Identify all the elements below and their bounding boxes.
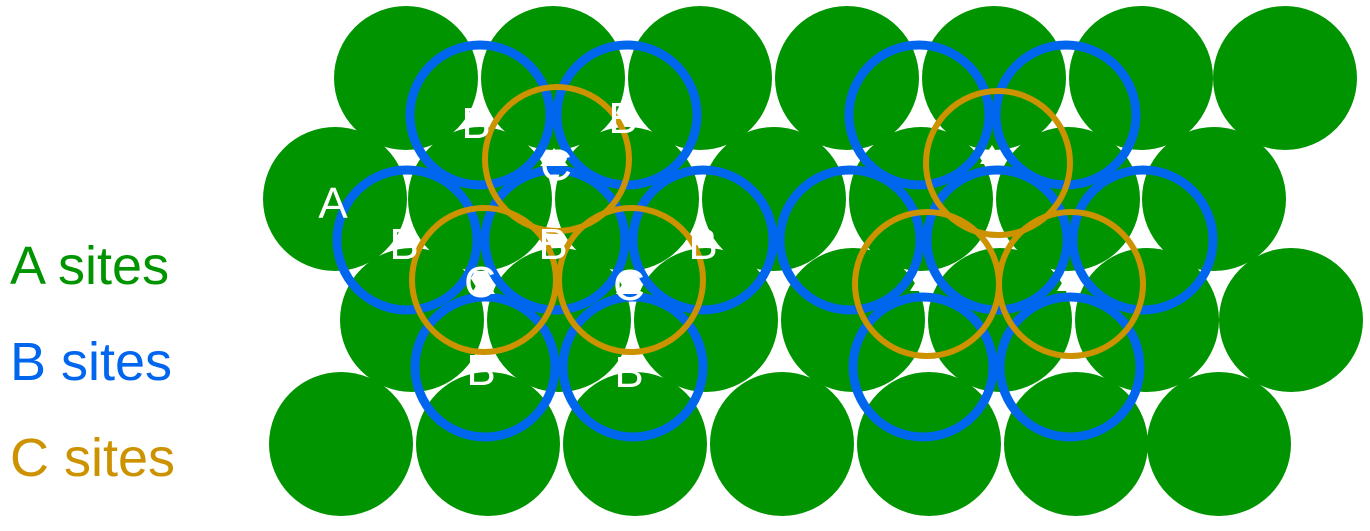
c-site-ring: [482, 84, 632, 234]
b-site-marker: B: [688, 220, 717, 269]
legend-c-sites: C sites: [10, 428, 176, 488]
a-site-atom: [334, 6, 478, 150]
c-site-ring: [996, 209, 1146, 359]
a-site-atom: [775, 6, 919, 150]
legend-a-sites: A sites: [10, 236, 170, 296]
b-site-ring: [995, 292, 1145, 442]
a-site-atom: [416, 372, 560, 516]
a-site-atom: [634, 248, 778, 392]
a-site-atom: [922, 6, 1066, 150]
a-site-atom: [340, 248, 484, 392]
a-site-triangle: [471, 275, 495, 294]
a-site-atom: [487, 248, 631, 392]
a-site-triangle: [616, 275, 640, 294]
b-site-layer: [332, 40, 1218, 442]
a-site-atom: [702, 127, 846, 271]
legend-b-sites: B sites: [10, 332, 173, 392]
c-site-layer: [409, 84, 1146, 359]
a-site-triangle: [540, 148, 568, 166]
a-site-atom: [996, 127, 1140, 271]
a-site-atom: [263, 127, 407, 271]
b-site-ring: [558, 292, 708, 442]
a-site-atom: [628, 6, 772, 150]
a-site-atom: [781, 248, 925, 392]
a-site-atom: [857, 372, 1001, 516]
a-site-atom: [1219, 248, 1363, 392]
a-site-atom: [1213, 6, 1357, 150]
legend: A sites B sites C sites: [10, 218, 175, 506]
a-site-marker: A: [318, 179, 348, 228]
a-site-atom: [269, 372, 413, 516]
a-site-triangle: [910, 272, 934, 291]
b-site-ring: [844, 40, 994, 190]
b-site-ring: [628, 165, 778, 315]
b-site-ring: [332, 165, 482, 315]
c-site-ring: [923, 88, 1073, 238]
a-site-atom: [481, 6, 625, 150]
b-site-ring: [405, 40, 555, 190]
a-site-atom: [1142, 127, 1286, 271]
b-site-marker: B: [538, 220, 567, 269]
c-site-ring: [556, 205, 706, 355]
a-site-atom: [928, 248, 1072, 392]
a-site-layer: [263, 6, 1363, 516]
b-site-marker: B: [461, 99, 490, 148]
b-site-marker: B: [389, 220, 418, 269]
a-site-atom: [555, 127, 699, 271]
b-site-ring: [480, 165, 630, 315]
b-site-marker: B: [466, 346, 495, 395]
b-site-ring: [410, 292, 560, 442]
a-site-atom: [1069, 6, 1213, 150]
b-site-ring: [775, 165, 925, 315]
a-site-atom: [1004, 372, 1148, 516]
a-site-atom: [1075, 248, 1219, 392]
b-site-ring: [848, 292, 998, 442]
a-site-atom: [710, 372, 854, 516]
b-site-ring: [1068, 165, 1218, 315]
a-site-atom: [1147, 372, 1291, 516]
a-site-atom: [849, 127, 993, 271]
b-site-marker: B: [614, 348, 643, 397]
a-site-atom: [408, 127, 552, 271]
a-site-triangle: [1057, 272, 1081, 291]
a-site-triangle: [980, 145, 1004, 164]
a-site-atom: [563, 372, 707, 516]
b-site-marker: B: [608, 94, 637, 143]
site-label-layer: A B B B B B B B C C C: [318, 94, 1081, 397]
